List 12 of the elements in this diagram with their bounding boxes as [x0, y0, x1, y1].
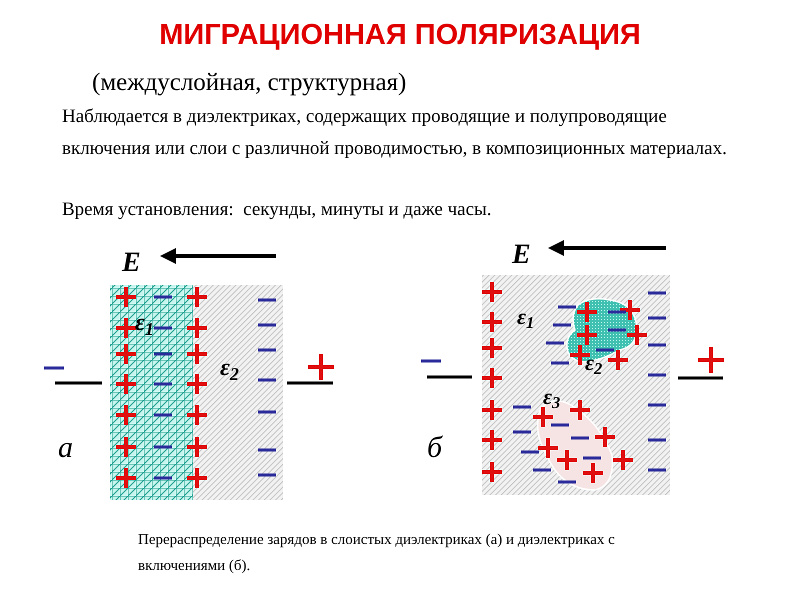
title: МИГРАЦИОННАЯ ПОЛЯРИЗАЦИЯ	[158, 18, 642, 53]
permittivity-label: ε$_{3}$	[543, 383, 560, 413]
field-label: E	[122, 246, 141, 280]
caption: Перераспределение зарядов в слоистых диэлектриках (а) и диэлектриках с включениями (б).	[138, 531, 616, 576]
panel-label: а	[58, 430, 73, 466]
permittivity-label: ε$_{1}$	[517, 303, 534, 333]
panel-label: б	[427, 430, 442, 466]
permittivity-label: ε$_{2}$	[220, 354, 239, 386]
field-label: E	[512, 238, 531, 272]
time-text: Время установления: секунды, минуты и даже часы.	[62, 198, 492, 222]
subtitle: (междуслойная, структурная)	[92, 68, 406, 98]
description-text: Наблюдается в диэлектриках, содержащих проводящие и полупроводящие включения или слои с различной проводимостью, в композиционных материалах.	[62, 105, 728, 161]
